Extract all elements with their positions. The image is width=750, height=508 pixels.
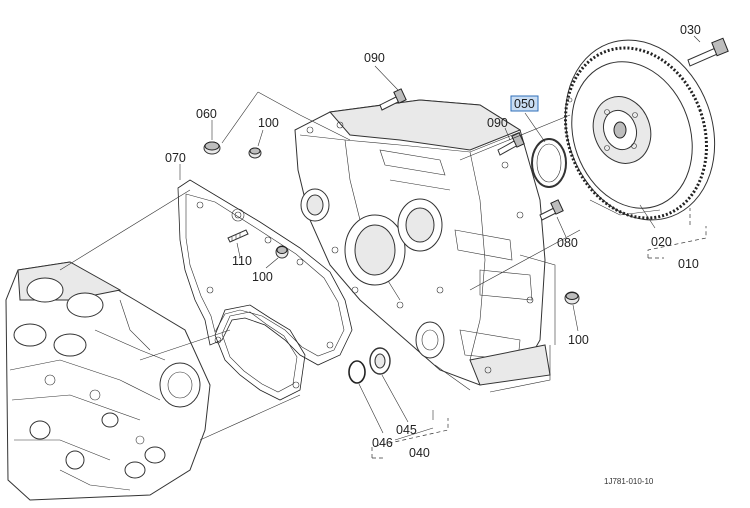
drawing-reference-code: 1J781-010-10 — [604, 477, 654, 486]
circlip-046 — [348, 360, 366, 384]
part-label-010[interactable]: 010 — [678, 257, 699, 271]
plug-100-right — [564, 291, 580, 305]
engine-block-illustration — [5, 261, 211, 501]
part-label-045[interactable]: 045 — [396, 423, 417, 437]
gasket-070 — [177, 179, 353, 366]
part-label-070[interactable]: 070 — [165, 151, 186, 165]
leader-lines — [59, 35, 707, 459]
part-label-046[interactable]: 046 — [372, 436, 393, 450]
bolt-090-right — [497, 132, 525, 156]
part-label-040[interactable]: 040 — [409, 446, 430, 460]
part-label-090-right[interactable]: 090 — [487, 116, 508, 130]
stud-110 — [227, 229, 249, 243]
flywheel-illustration — [564, 39, 716, 221]
gear-case-illustration — [294, 99, 551, 386]
bolt-080 — [539, 199, 564, 221]
part-label-080[interactable]: 080 — [557, 236, 578, 250]
part-label-100-upper[interactable]: 100 — [258, 116, 279, 130]
part-labels: 030 050 090 090 060 100 070 080 020 010 … — [165, 23, 701, 486]
oil-seal-050 — [531, 138, 567, 188]
part-label-030[interactable]: 030 — [680, 23, 701, 37]
bolt-090-upper — [379, 88, 407, 111]
part-label-100-middle[interactable]: 100 — [252, 270, 273, 284]
plug-100-upper — [248, 147, 262, 159]
part-label-110[interactable]: 110 — [232, 254, 252, 268]
bolt-030 — [687, 37, 729, 67]
plug-100-middle — [275, 245, 289, 259]
part-label-020[interactable]: 020 — [651, 235, 672, 249]
gasket-lower — [214, 304, 306, 401]
part-label-060[interactable]: 060 — [196, 107, 217, 121]
part-label-100-right[interactable]: 100 — [568, 333, 589, 347]
plug-060 — [203, 141, 221, 155]
part-label-090-upper[interactable]: 090 — [364, 51, 385, 65]
part-label-050-highlight — [510, 95, 539, 112]
oil-seal-045 — [369, 347, 391, 375]
part-label-050[interactable]: 050 — [514, 97, 535, 111]
